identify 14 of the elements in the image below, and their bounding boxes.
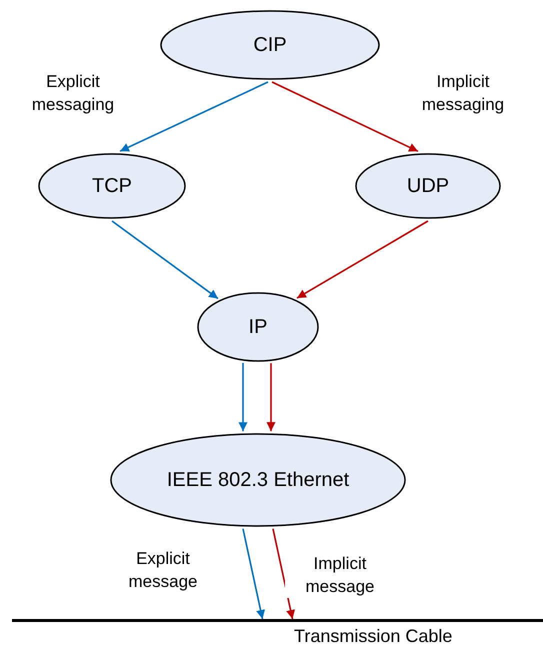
node-label: IP — [248, 315, 268, 339]
node-label: IEEE 802.3 Ethernet — [166, 468, 350, 492]
arrow — [238, 362, 248, 432]
node-label: TCP — [91, 174, 133, 198]
arrow — [266, 363, 276, 432]
arrow — [242, 528, 265, 620]
arrow — [272, 81, 418, 152]
node-label: UDP — [406, 174, 450, 198]
cable-label: Transmission Cable — [294, 626, 452, 646]
node-label: CIP — [252, 33, 288, 57]
arrow — [112, 220, 218, 300]
arrow — [272, 528, 295, 620]
arrow — [296, 220, 428, 299]
arrow — [120, 81, 268, 152]
